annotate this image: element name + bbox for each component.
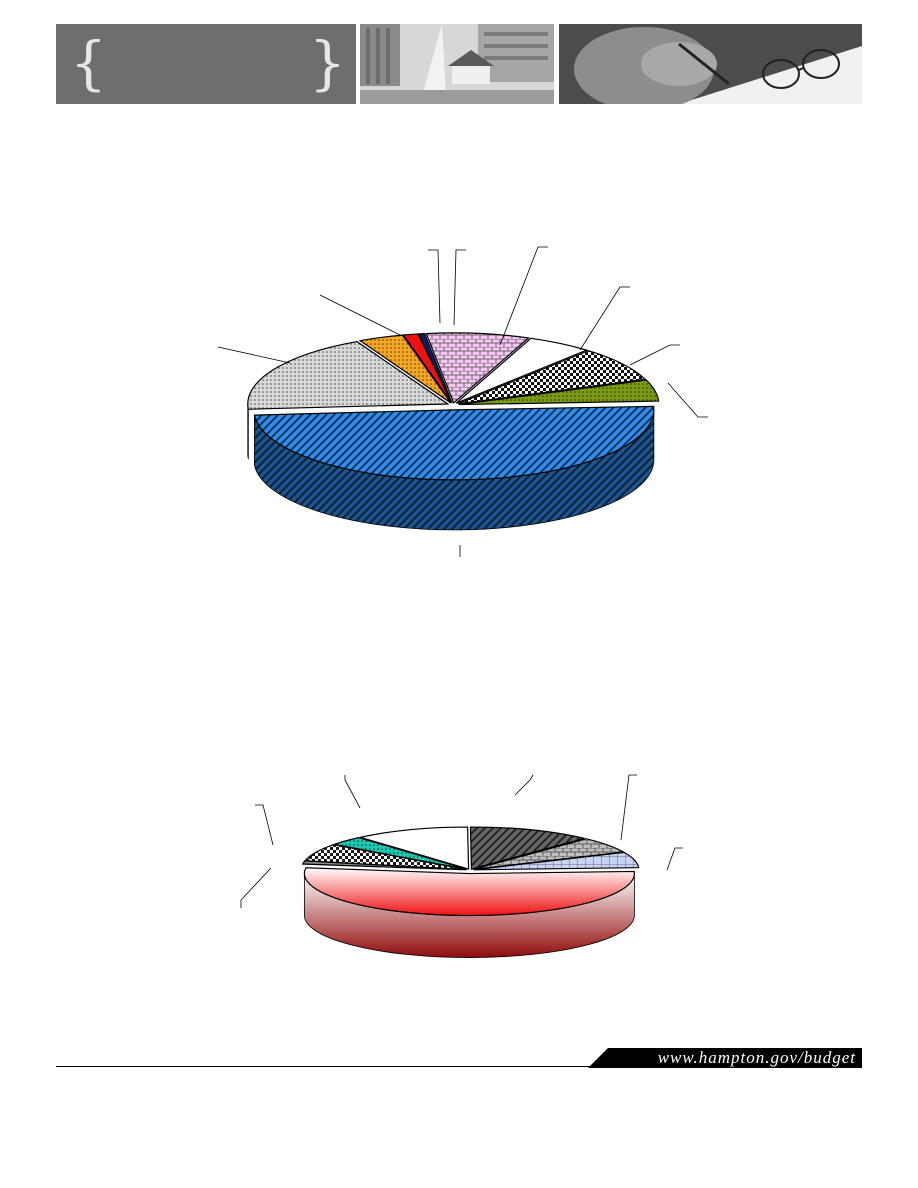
footer-url[interactable]: www.hampton.gov/budget (657, 1048, 856, 1067)
top-leader-line-4 (499, 246, 548, 346)
footer-url-bar: www.hampton.gov/budget (588, 1048, 862, 1068)
top-leader-line-3 (453, 249, 466, 326)
bottom-slice-5 (469, 826, 585, 870)
top-leader-line-5 (579, 286, 630, 351)
bottom-leader-line-3 (666, 847, 683, 871)
pie-chart-top-svg (217, 246, 708, 557)
pie-chart-top (210, 235, 730, 565)
bottom-slice-3 (331, 837, 468, 870)
top-slice-5 (425, 332, 530, 404)
top-slice-6 (455, 337, 589, 404)
top-leader-line-2 (428, 249, 441, 324)
pie-chart-bottom (225, 760, 695, 1000)
right-brace: } (309, 29, 346, 97)
top-leader-line-0 (217, 346, 291, 364)
marina-photo (360, 24, 554, 104)
left-brace: { (70, 29, 107, 97)
top-slice-7 (457, 350, 647, 405)
top-slice-4 (417, 332, 453, 404)
header-brace-panel: { } (56, 24, 356, 104)
bottom-slice-4 (360, 826, 470, 870)
top-slice-1-side (247, 403, 249, 460)
bottom-leader-line-5 (240, 867, 272, 908)
top-slice-1 (247, 340, 450, 410)
footer-rule (56, 1066, 596, 1067)
bottom-slice-7 (473, 851, 640, 871)
top-slice-0 (253, 405, 655, 481)
footer-bar-shape (588, 1048, 862, 1068)
pie-chart-bottom-svg (240, 774, 683, 958)
top-slice-8 (458, 379, 660, 406)
top-slice-2 (358, 334, 452, 404)
top-leader-line-6 (629, 344, 680, 366)
bottom-leader-line-0 (344, 775, 361, 809)
bottom-leader-line-4 (255, 804, 274, 846)
top-leader-line-1 (319, 294, 401, 336)
bottom-leader-line-2 (620, 774, 637, 841)
document-signing-photo (559, 24, 862, 104)
header-banner: { } (56, 24, 862, 104)
top-leader-line-7 (667, 382, 708, 418)
bottom-slice-0 (303, 867, 635, 917)
bottom-leader-line-1 (514, 774, 534, 796)
